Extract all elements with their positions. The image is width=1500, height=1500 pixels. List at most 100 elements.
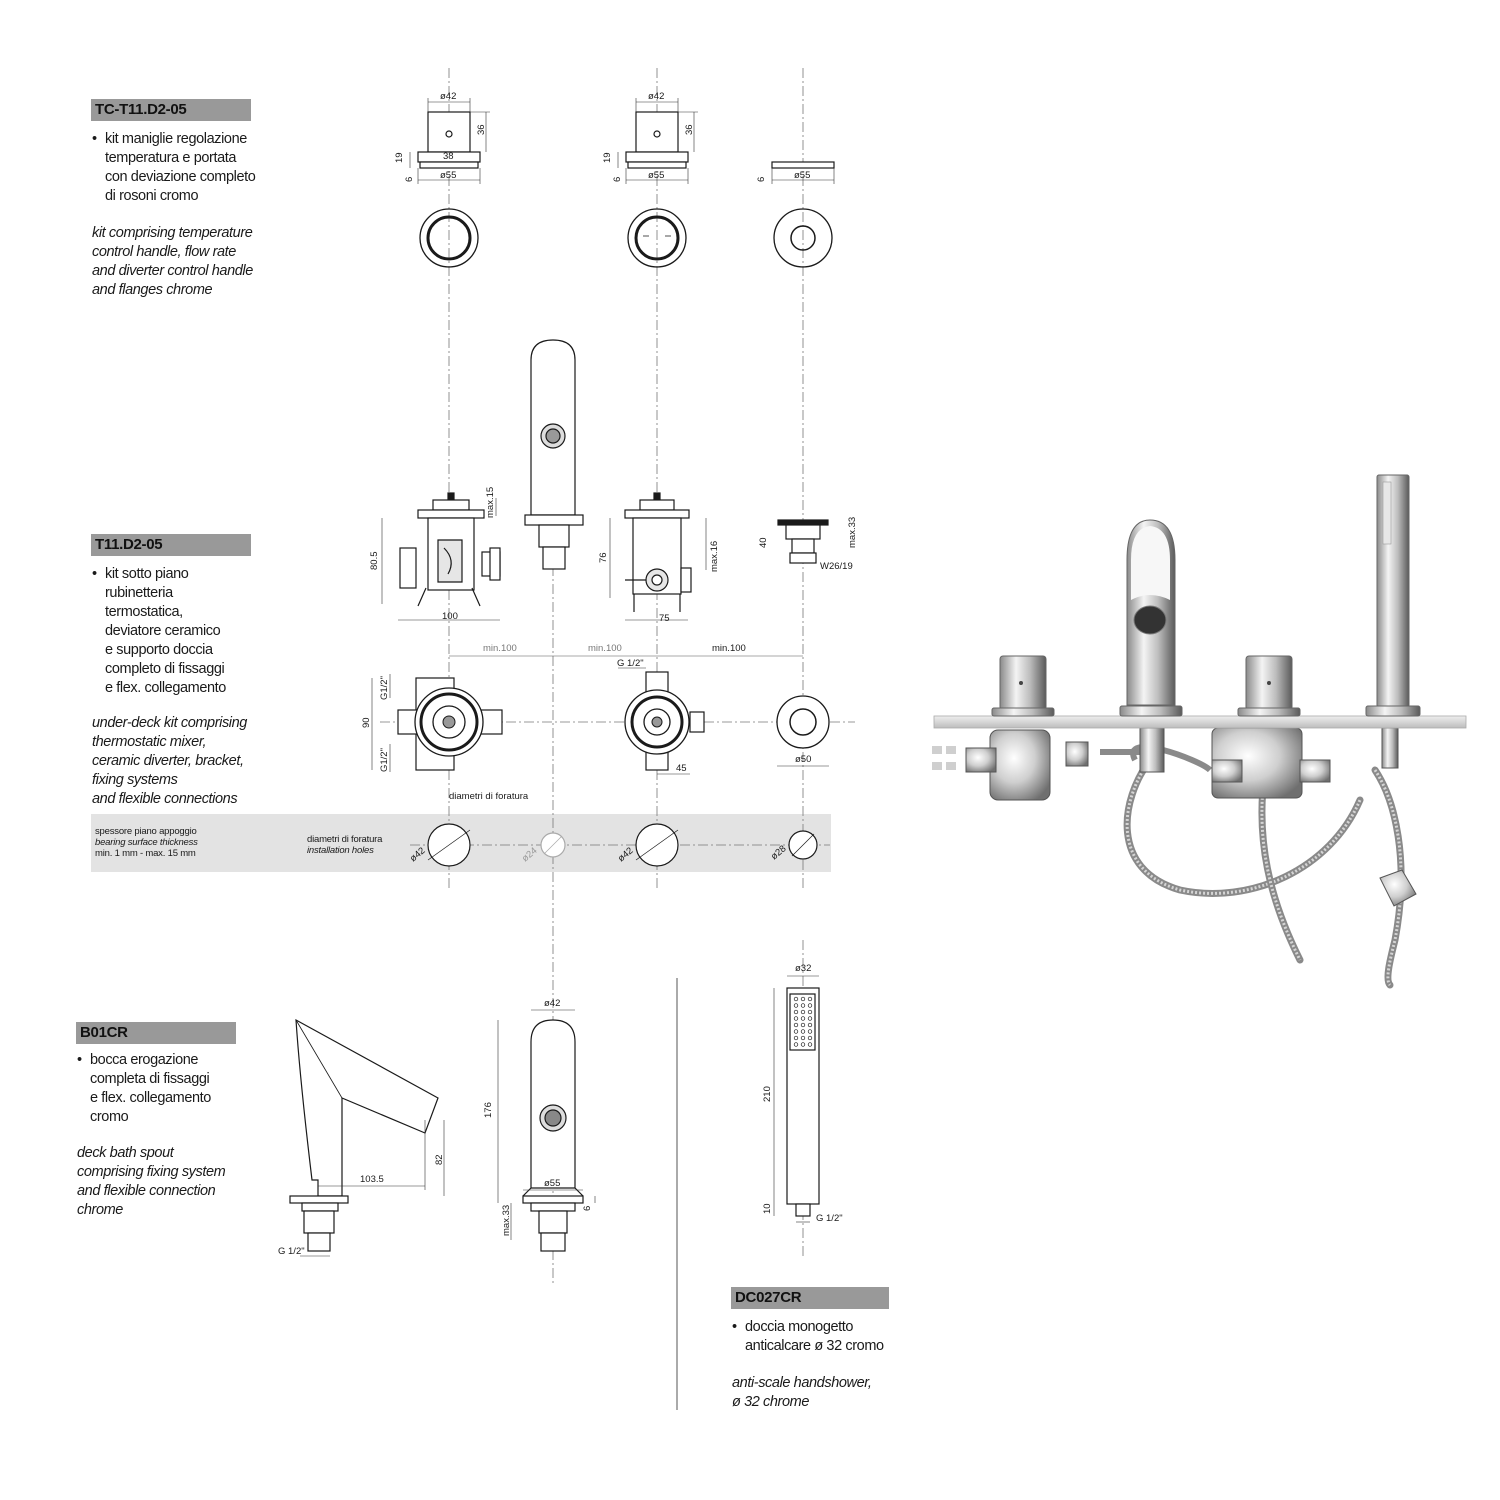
dim-label: 38 — [443, 151, 454, 162]
dim-label: ø42 — [440, 91, 456, 102]
dim-label: 6 — [612, 177, 623, 182]
nozzle — [807, 1009, 813, 1015]
dim-label: 36 — [684, 124, 695, 135]
nozzle — [800, 1003, 806, 1008]
dim-label: 19 — [602, 152, 613, 163]
mixer-body — [399, 492, 501, 607]
top-dim-labels: ø42 36 19 38 6 ø55 ø42 36 19 6 ø55 6 ø55 — [394, 91, 810, 182]
nozzle — [800, 996, 806, 1002]
deck-plate — [933, 715, 1467, 729]
support-plan — [776, 695, 830, 749]
dim-label: W26/19 — [820, 561, 853, 572]
spout-side-dim-labels: 103.5 82 G 1/2" — [278, 1154, 445, 1257]
dim-label: ø42 — [648, 91, 664, 102]
valve-outlet — [1065, 741, 1089, 767]
nozzle — [793, 1035, 799, 1041]
center-lines — [380, 68, 855, 1285]
dim-label: 75 — [659, 613, 670, 624]
nozzle — [800, 1022, 806, 1028]
dim-label: ø55 — [440, 170, 456, 181]
diverter-plan — [624, 671, 705, 771]
code-handshower: DC027CR — [731, 1287, 889, 1309]
diverter-body — [624, 492, 692, 612]
handle-1-elevation — [417, 111, 481, 169]
handshower — [1376, 474, 1410, 708]
holes-note: diametri di foratura installation holes — [307, 834, 383, 856]
handle-marker — [1019, 681, 1023, 685]
handshower-nozzles — [793, 996, 813, 1047]
dim-label: G1/2" — [379, 748, 390, 772]
code-kit-handles: TC-T11.D2-05 — [91, 99, 251, 121]
hole-label: ø42 — [408, 845, 428, 864]
dim-label: 103.5 — [360, 1174, 384, 1185]
spout-aerator — [1133, 605, 1167, 635]
shower-dim-lines — [773, 975, 819, 1223]
nozzle — [807, 1042, 813, 1047]
dim-label: ø32 — [795, 963, 811, 974]
plan-dim-lines — [371, 667, 829, 775]
spout-front-dim-lines — [497, 1009, 596, 1240]
top-dim-lines — [409, 98, 835, 184]
mixer-dim-lines — [381, 498, 500, 621]
dim-label: max.16 — [709, 541, 720, 572]
nozzle — [807, 1016, 813, 1021]
bullet: • — [92, 131, 97, 147]
diverter-dim-lines — [609, 518, 707, 621]
dim-label: 36 — [476, 124, 487, 135]
dim-label: max.15 — [485, 487, 496, 518]
bullet: • — [732, 1319, 737, 1335]
desc-it-spout: • bocca erogazione completa di fissaggi … — [77, 1052, 211, 1125]
dim-label: 176 — [483, 1102, 494, 1118]
mixer-dim-labels: max.15 80.5 100 — [369, 487, 496, 622]
valve-inlet — [965, 747, 997, 773]
dim-label: ø55 — [648, 170, 664, 181]
nozzle — [807, 1003, 813, 1008]
dim-label: 10 — [762, 1203, 773, 1214]
handle-2-elevation — [625, 111, 689, 169]
dim-label: ø55 — [794, 170, 810, 181]
dim-label: G1/2" — [379, 676, 390, 700]
hole-label: ø42 — [616, 845, 636, 864]
dim-label: ø50 — [795, 754, 811, 765]
dim-label: max.33 — [847, 517, 858, 548]
dim-label: ø42 — [544, 998, 560, 1009]
nozzle — [800, 1035, 806, 1041]
support-rod — [1381, 727, 1399, 769]
spout-side-view — [289, 1018, 439, 1252]
hole-label: ø28 — [769, 843, 789, 862]
bullet: • — [92, 566, 97, 582]
diverter-dim-labels: 76 max.16 75 — [598, 541, 720, 624]
spout-threaded-rod — [1139, 727, 1165, 773]
desc-en-kit-handles: kit comprising temperature control handl… — [92, 225, 253, 298]
dim-label: 45 — [676, 763, 687, 774]
nozzle — [800, 1029, 806, 1034]
desc-en-handshower: anti-scale handshower, ø 32 chrome — [732, 1375, 872, 1410]
handle-marker — [1267, 681, 1271, 685]
dim-label: 80.5 — [369, 552, 380, 571]
code-spout: B01CR — [76, 1022, 236, 1044]
nozzle — [793, 996, 799, 1002]
spout-flange — [1119, 705, 1183, 717]
support-dim-labels: max.33 40 W26/19 — [758, 517, 858, 572]
mixer-valve — [989, 729, 1051, 801]
thickness-note: spessore piano appoggio bearing surface … — [95, 826, 198, 859]
handle-flange — [1237, 707, 1301, 717]
handshower-flange — [1365, 705, 1421, 717]
nozzle — [807, 996, 813, 1002]
nozzle — [800, 1042, 806, 1047]
spacing-dim-labels: min.100 min.100 min.100 — [483, 643, 746, 654]
dim-label: G 1/2" — [816, 1213, 843, 1224]
dim-label: min.100 — [483, 643, 517, 654]
spout-highlight — [1131, 526, 1170, 600]
mixer-plan — [397, 677, 503, 771]
handshower-nozzle-plate — [1382, 481, 1392, 545]
dim-label: 40 — [758, 537, 769, 548]
dim-label: 6 — [582, 1206, 593, 1211]
dim-label: 6 — [404, 177, 415, 182]
installation-holes — [427, 823, 818, 867]
product-render — [932, 474, 1467, 989]
spout-front-middle — [524, 339, 584, 570]
diverter-port — [1299, 759, 1331, 783]
shower-support — [777, 519, 829, 564]
